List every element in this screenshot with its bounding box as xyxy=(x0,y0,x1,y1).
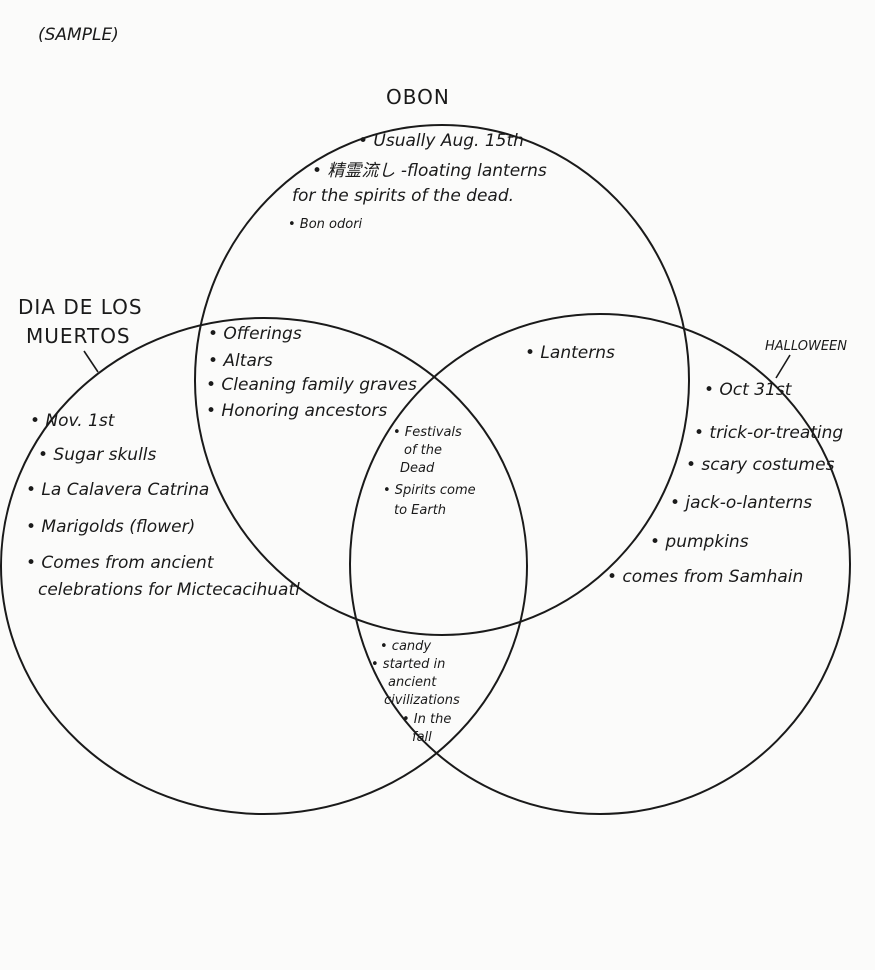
sample-label: (SAMPLE) xyxy=(38,25,119,45)
dia-item-3: • La Calavera Catrina xyxy=(26,480,209,500)
all-three-item-1c: Dead xyxy=(400,461,435,476)
dia-item-4: • Marigolds (flower) xyxy=(26,517,195,537)
obon-item-1: • Usually Aug. 15th xyxy=(358,131,524,151)
dia-halloween-item-3b: fall xyxy=(412,730,432,745)
halloween-item-2: • trick-or-treating xyxy=(694,423,843,443)
all-three-item-1: • Festivals xyxy=(393,425,462,440)
obon-dia-item-3: • Cleaning family graves xyxy=(206,375,417,395)
dia-de-los-muertos-circle xyxy=(0,317,528,815)
halloween-item-5: • pumpkins xyxy=(650,532,749,552)
obon-item-3: • Bon odori xyxy=(288,217,363,232)
halloween-item-4: • jack-o-lanterns xyxy=(670,493,812,513)
all-three-item-2b: to Earth xyxy=(394,503,446,518)
all-three-item-2: • Spirits come xyxy=(383,483,476,498)
obon-dia-item-1: • Offerings xyxy=(208,324,302,344)
dia-item-2: • Sugar skulls xyxy=(38,445,157,465)
dia-item-5b: celebrations for Mictecacihuatl xyxy=(38,580,300,600)
obon-dia-item-2: • Altars xyxy=(208,351,273,371)
obon-title: OBON xyxy=(386,85,450,109)
dia-halloween-item-2b: ancient xyxy=(388,675,437,690)
obon-dia-item-4: • Honoring ancestors xyxy=(206,401,387,421)
dia-item-1: • Nov. 1st xyxy=(30,411,116,431)
dia-halloween-item-1: • candy xyxy=(380,639,431,654)
halloween-circle xyxy=(349,313,851,815)
halloween-title-leader xyxy=(775,354,791,379)
dia-halloween-item-3: • In the xyxy=(402,712,451,727)
halloween-item-1: • Oct 31st xyxy=(704,380,793,400)
halloween-item-3: • scary costumes xyxy=(686,455,835,475)
halloween-title: HALLOWEEN xyxy=(765,339,847,354)
all-three-item-1b: of the xyxy=(404,443,442,458)
halloween-item-6: • comes from Samhain xyxy=(607,567,803,587)
obon-item-2b: for the spirits of the dead. xyxy=(292,186,514,206)
obon-item-2: • 精霊流し -floating lanterns xyxy=(312,161,547,181)
dia-title-leader xyxy=(83,350,99,373)
dia-halloween-item-2: • started in xyxy=(371,657,445,672)
obon-circle xyxy=(194,124,690,636)
dia-title-line-1: DIA DE LOS xyxy=(18,295,143,319)
dia-item-5: • Comes from ancient xyxy=(26,553,215,573)
dia-halloween-item-2c: civilizations xyxy=(384,693,460,708)
obon-halloween-item-1: • Lanterns xyxy=(525,343,615,363)
dia-title-line-2: MUERTOS xyxy=(26,324,131,348)
